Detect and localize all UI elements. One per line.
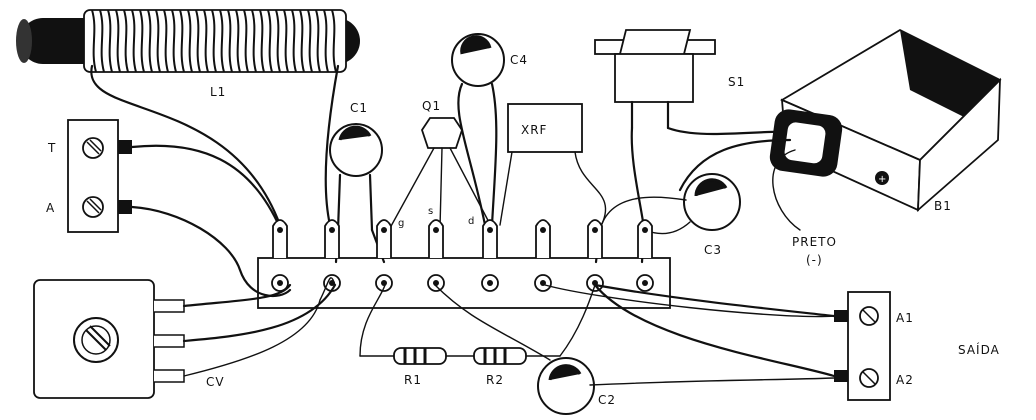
strip-lug <box>428 219 444 258</box>
coil-turn <box>291 9 297 73</box>
label-saida: SAÍDA <box>958 342 1000 357</box>
antenna-terminal-block <box>67 119 132 233</box>
strip-lug-hole <box>433 227 439 233</box>
label-r2: R2 <box>486 373 504 387</box>
coil-turn <box>267 9 273 73</box>
strip-screw-center <box>540 280 546 286</box>
coil-turn <box>235 9 241 73</box>
label-b1: B1 <box>934 199 952 213</box>
strip-screw-center <box>642 280 648 286</box>
coil-turn <box>187 9 193 73</box>
coil-turn <box>147 9 153 73</box>
wiring <box>90 64 836 386</box>
coil-turn <box>123 9 129 73</box>
battery-b1: + <box>769 28 1002 213</box>
coil-turn <box>91 9 97 73</box>
capacitor-c3 <box>599 173 741 235</box>
strip-lug <box>324 219 340 258</box>
coil-turn <box>171 9 177 73</box>
coil-turn <box>107 9 113 73</box>
strip-screw-center <box>277 280 283 286</box>
coil-turn <box>195 9 201 73</box>
coil-turn <box>307 9 313 73</box>
label-pin-d: d <box>468 216 474 227</box>
coil-turn <box>131 9 137 73</box>
coil-turn <box>219 9 225 73</box>
resistor-r1 <box>359 347 475 365</box>
strip-lug <box>272 219 288 258</box>
label-q1: Q1 <box>422 99 441 113</box>
capacitor-c1 <box>329 123 383 232</box>
coil-turn <box>331 9 337 73</box>
label-preto: PRETO <box>792 235 837 249</box>
label-t: T <box>47 141 56 155</box>
coil-turn <box>163 9 169 73</box>
switch-s1 <box>594 29 792 230</box>
strip-screw-center <box>487 280 493 286</box>
coil-l1 <box>16 9 360 73</box>
lug-posts <box>272 219 653 258</box>
label-xrf: XRF <box>521 123 547 137</box>
output-terminal-block <box>834 291 891 401</box>
label-pin-s: s <box>428 206 433 217</box>
battery-plus-mark: + <box>878 174 887 185</box>
strip-screw-center <box>433 280 439 286</box>
coil-turn <box>243 9 249 73</box>
coil-turn <box>179 9 185 73</box>
capacitor-c4 <box>451 33 505 227</box>
coil-turn <box>155 9 161 73</box>
label-a2: A2 <box>896 373 914 387</box>
strip-screw-center <box>381 280 387 286</box>
coil-turn <box>259 9 265 73</box>
strip-lug <box>637 219 653 258</box>
transistor-q1 <box>389 117 493 229</box>
coil-turn <box>99 9 105 73</box>
resistor-r2 <box>473 347 561 365</box>
terminal-strip <box>257 257 671 309</box>
strip-lug-hole <box>592 227 598 233</box>
choke-xrf <box>499 103 607 229</box>
strip-lug-hole <box>540 227 546 233</box>
label-cv: CV <box>206 375 225 389</box>
label-a1: A1 <box>896 311 914 325</box>
coil-turn <box>283 9 289 73</box>
label-r1: R1 <box>404 373 422 387</box>
coil-turn <box>227 9 233 73</box>
strip-lug <box>376 219 392 258</box>
coil-turn <box>115 9 121 73</box>
label-s1: S1 <box>728 75 745 89</box>
label-preto-sign: (-) <box>806 253 823 267</box>
variable-capacitor-cv <box>33 279 185 399</box>
strip-lug <box>587 219 603 258</box>
capacitor-c2 <box>537 357 595 415</box>
coil-turn <box>203 9 209 73</box>
label-l1: L1 <box>210 85 226 99</box>
coil-turn <box>299 9 305 73</box>
label-c2: C2 <box>598 393 616 407</box>
strip-lug-hole <box>381 227 387 233</box>
label-c1: C1 <box>350 101 368 115</box>
label-c3: C3 <box>704 243 722 257</box>
coil-turn <box>323 9 329 73</box>
coil-turn <box>139 9 145 73</box>
label-a: A <box>46 201 55 215</box>
label-c4: C4 <box>510 53 528 67</box>
strip-lug-hole <box>277 227 283 233</box>
coil-turn <box>251 9 257 73</box>
strip-lug-hole <box>642 227 648 233</box>
strip-lug-hole <box>487 227 493 233</box>
coil-turn <box>211 9 217 73</box>
strip-lug <box>535 219 551 258</box>
coil-turn <box>315 9 321 73</box>
coil-turn <box>275 9 281 73</box>
strip-lug <box>482 219 498 258</box>
label-pin-g: g <box>398 218 404 229</box>
strip-lug-hole <box>329 227 335 233</box>
